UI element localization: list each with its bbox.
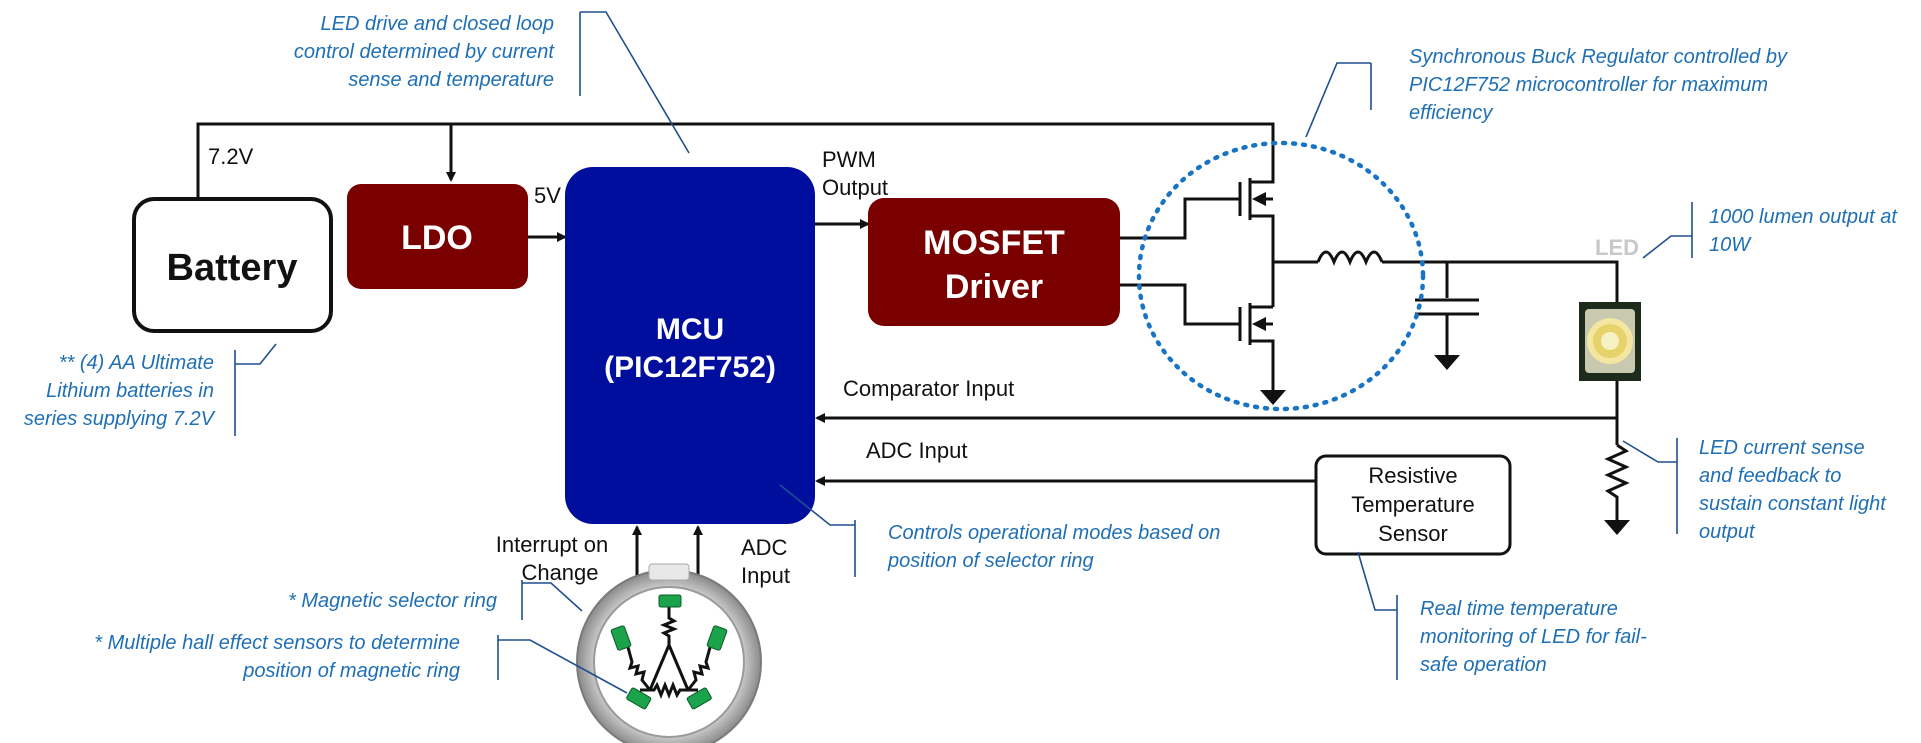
interrupt-label-2: Change (521, 560, 598, 585)
buck-annotation-2: PIC12F752 microcontroller for maximum (1409, 74, 1768, 96)
voltage-5v-label: 5V (534, 183, 561, 208)
led-drive-annotation-3: sense and temperature (348, 69, 554, 91)
selector-ring-annotation: * Magnetic selector ring (288, 590, 497, 612)
buck-leader (1306, 63, 1371, 137)
buck-annotation-1: Synchronous Buck Regulator controlled by (1409, 46, 1788, 68)
sensor-label-3: Sensor (1378, 521, 1448, 546)
current-sense-annotation-3: sustain constant light (1699, 493, 1887, 515)
mcu-label: MCU (656, 313, 724, 346)
hall-sensors-annotation-2: position of magnetic ring (242, 660, 460, 682)
comparator-input-label: Comparator Input (843, 376, 1014, 401)
led-drive-annotation-2: control determined by current (294, 41, 556, 63)
adc-input-label: ADC Input (866, 438, 968, 463)
temp-monitor-annotation-1: Real time temperature (1420, 598, 1618, 620)
mosfet-driver-block: MOSFET Driver (868, 198, 1120, 326)
temp-monitor-annotation-3: safe operation (1420, 654, 1547, 676)
modes-annotation-1: Controls operational modes based on (888, 522, 1220, 544)
ldo-label: LDO (401, 219, 473, 257)
pwm-label-2: Output (822, 175, 888, 200)
sense-resistor (1608, 445, 1626, 520)
adc2-label-1: ADC (741, 535, 788, 560)
modes-annotation-2: position of selector ring (887, 550, 1094, 572)
current-sense-annotation-4: output (1699, 521, 1756, 543)
lumen-annotation-2: 10W (1709, 234, 1752, 256)
voltage-7v2-label: 7.2V (208, 144, 254, 169)
led-drive-leader (580, 12, 689, 153)
selector-ring-leader (522, 580, 582, 620)
pwm-label-1: PWM (822, 147, 876, 172)
current-sense-leader (1623, 438, 1677, 534)
sensor-label-2: Temperature (1351, 492, 1475, 517)
driver-to-low-gate (1120, 285, 1240, 324)
buck-regulator-circuit (1240, 170, 1617, 405)
interrupt-label-1: Interrupt on (496, 532, 609, 557)
temp-monitor-leader (1358, 552, 1397, 680)
battery-block: Battery (134, 199, 331, 331)
current-sense-annotation-2: and feedback to (1699, 465, 1841, 487)
magnetic-selector-ring (577, 564, 761, 743)
led-label: LED (1595, 235, 1639, 260)
sensor-label-1: Resistive (1368, 463, 1457, 488)
hall-sensors-annotation-1: * Multiple hall effect sensors to determ… (94, 632, 460, 654)
led-drive-annotation-1: LED drive and closed loop (321, 13, 554, 35)
buck-annotation-3: efficiency (1409, 102, 1493, 124)
mcu-part-label: (PIC12F752) (604, 351, 776, 384)
batteries-leader (235, 344, 276, 436)
ground-symbol (1604, 520, 1630, 535)
mcu-block: MCU (PIC12F752) (565, 167, 815, 524)
temperature-sensor-block: Resistive Temperature Sensor (1316, 456, 1510, 554)
ldo-block: LDO (347, 184, 528, 289)
inductor-symbol (1318, 252, 1382, 262)
hall-sensor (659, 595, 681, 607)
driver-label-2: Driver (945, 268, 1043, 306)
battery-label: Battery (167, 247, 298, 289)
lumen-annotation-1: 1000 lumen output at (1709, 206, 1898, 228)
led-component (1579, 302, 1641, 381)
batteries-annotation-3: series supplying 7.2V (24, 408, 216, 430)
buck-regulator-highlight (1139, 143, 1423, 409)
batteries-annotation-2: Lithium batteries in (46, 380, 214, 402)
current-sense-annotation-1: LED current sense (1699, 437, 1865, 459)
driver-to-high-gate (1120, 199, 1240, 238)
lumen-leader (1643, 202, 1692, 258)
driver-label-1: MOSFET (923, 224, 1065, 262)
adc2-label-2: Input (741, 563, 790, 588)
temp-monitor-annotation-2: monitoring of LED for fail- (1420, 626, 1647, 648)
batteries-annotation-1: ** (4) AA Ultimate (59, 352, 214, 374)
